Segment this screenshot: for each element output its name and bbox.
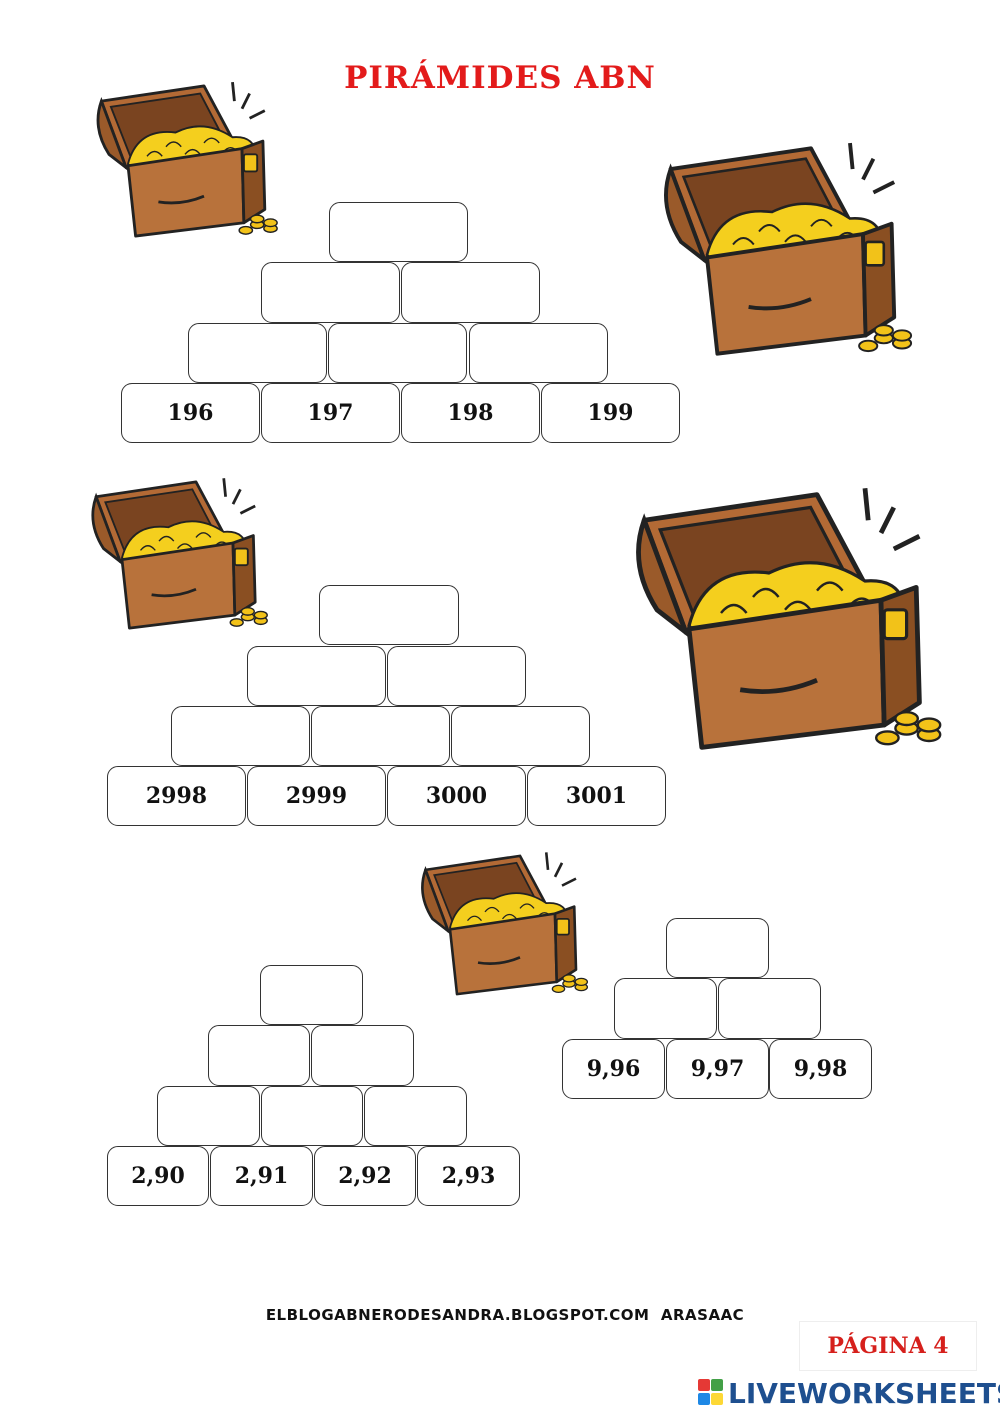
base-number: 2,90 — [107, 1146, 209, 1206]
answer-box[interactable] — [614, 978, 717, 1039]
base-number: 2,91 — [210, 1146, 313, 1206]
answer-box[interactable] — [666, 918, 769, 978]
liveworksheets-logo-icon — [698, 1379, 724, 1407]
base-number: 199 — [541, 383, 680, 443]
base-number: 3001 — [527, 766, 666, 826]
answer-box[interactable] — [261, 262, 400, 323]
base-number: 9,98 — [769, 1039, 872, 1099]
liveworksheets-logo[interactable]: LIVEWORKSHEETS — [698, 1378, 1000, 1408]
treasure-chest-icon — [85, 475, 270, 635]
base-number: 2999 — [247, 766, 386, 826]
answer-box[interactable] — [469, 323, 608, 383]
answer-box[interactable] — [260, 965, 363, 1025]
answer-box[interactable] — [261, 1086, 363, 1146]
base-number: 9,96 — [562, 1039, 665, 1099]
answer-box[interactable] — [157, 1086, 260, 1146]
answer-box[interactable] — [364, 1086, 467, 1146]
source-credit: ELBLOGABNERODESANDRA.BLOGSPOT.COM ARASAA… — [265, 1306, 745, 1324]
answer-box[interactable] — [311, 1025, 414, 1086]
treasure-chest-icon — [415, 850, 590, 1000]
answer-box[interactable] — [188, 323, 327, 383]
answer-box[interactable] — [387, 646, 526, 706]
base-number: 196 — [121, 383, 260, 443]
answer-box[interactable] — [329, 202, 468, 262]
base-number: 2,92 — [314, 1146, 416, 1206]
base-number: 198 — [401, 383, 540, 443]
treasure-chest-icon — [655, 140, 915, 362]
base-number: 2,93 — [417, 1146, 520, 1206]
answer-box[interactable] — [171, 706, 310, 766]
treasure-chest-icon — [90, 80, 280, 242]
answer-box[interactable] — [208, 1025, 310, 1086]
liveworksheets-brand: LIVEWORKSHEETS — [728, 1377, 1000, 1410]
answer-box[interactable] — [247, 646, 386, 706]
answer-box[interactable] — [328, 323, 467, 383]
answer-box[interactable] — [311, 706, 450, 766]
base-number: 197 — [261, 383, 400, 443]
answer-box[interactable] — [451, 706, 590, 766]
base-number: 3000 — [387, 766, 526, 826]
base-number: 9,97 — [666, 1039, 769, 1099]
page-number: PÁGINA 4 — [800, 1322, 976, 1370]
answer-box[interactable] — [319, 585, 459, 645]
base-number: 2998 — [107, 766, 246, 826]
answer-box[interactable] — [718, 978, 821, 1039]
answer-box[interactable] — [401, 262, 540, 323]
page-number-label: PÁGINA 4 — [827, 1333, 948, 1359]
treasure-chest-icon — [625, 485, 945, 757]
